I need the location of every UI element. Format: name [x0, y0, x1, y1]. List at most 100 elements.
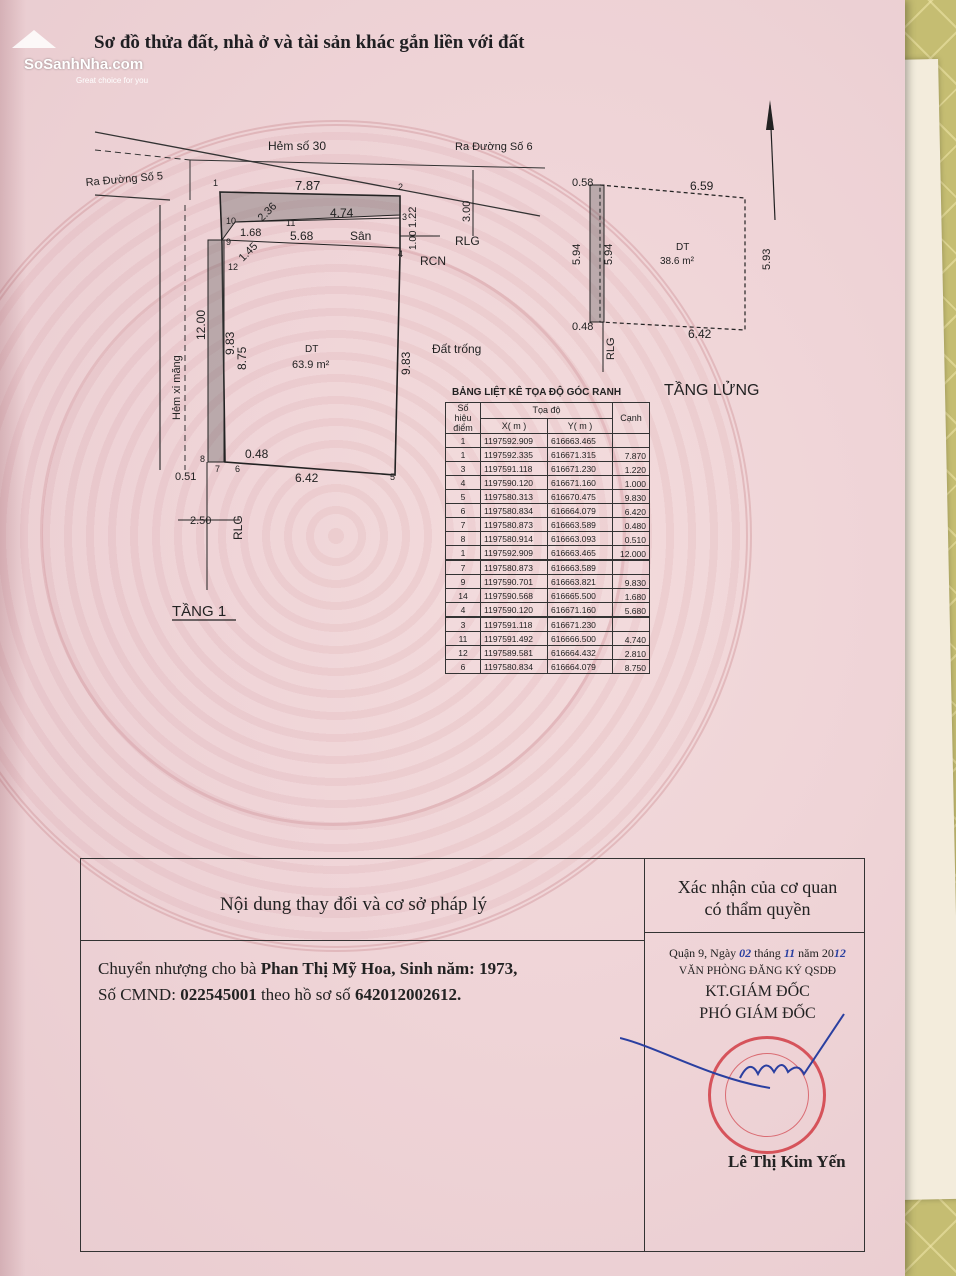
cell-x-coord: 1197589.581 [480, 645, 548, 660]
coordinate-table: Số hiệu điểm Tọa độ Cạnh X( m ) Y( m ) 1… [445, 402, 650, 674]
mezzanine-area-label: DT [676, 242, 689, 253]
signer-name: Lê Thị Kim Yến [728, 1152, 846, 1171]
point-6: 6 [235, 464, 240, 474]
point-10: 10 [226, 216, 236, 226]
cell-point: 7 [445, 517, 481, 532]
cell-y-coord: 616670.475 [547, 489, 613, 504]
cell-edge: 8.750 [612, 659, 650, 674]
cell-edge: 12.000 [612, 545, 650, 561]
header-y: Y( m ) [547, 417, 613, 434]
cell-edge: 2.810 [612, 645, 650, 660]
position-2: PHÓ GIÁM ĐỐC [699, 1005, 816, 1022]
dim-12-00: 12.00 [194, 310, 208, 340]
cell-x-coord: 1197580.914 [480, 531, 548, 546]
cell-y-coord: 616663.821 [547, 574, 613, 589]
authority-header: Xác nhận của cơ quan có thẩm quyền [650, 876, 865, 920]
mz-dim-6-42: 6.42 [688, 327, 712, 341]
table-subheader-row: X( m ) Y( m ) [446, 417, 650, 434]
cell-y-coord: 616671.230 [547, 616, 613, 632]
dim-9-83-right: 9.83 [399, 351, 413, 375]
cell-edge: 0.480 [612, 517, 650, 532]
cell-y-coord: 616664.079 [547, 659, 613, 674]
mz-dim-5-94-a: 5.94 [571, 244, 583, 265]
legal-header-divider-right [644, 932, 865, 933]
cell-x-coord: 1197580.834 [480, 503, 548, 518]
point-7: 7 [215, 464, 220, 474]
cell-edge [612, 616, 650, 632]
header-point: Số hiệu điểm [445, 402, 481, 434]
date-prefix: Quận 9, Ngày [669, 946, 737, 960]
cell-x-coord: 1197580.313 [480, 489, 548, 504]
rcn-label: RCN [420, 254, 446, 268]
cell-point: 5 [445, 489, 481, 504]
cell-x-coord: 1197590.120 [480, 475, 548, 490]
cell-point: 4 [445, 475, 481, 490]
cell-edge: 6.420 [612, 503, 650, 518]
cell-point: 3 [445, 461, 481, 476]
cell-point: 12 [445, 645, 481, 660]
entry-file-no: 642012002612. [354, 985, 462, 1004]
cell-x-coord: 1197591.118 [480, 461, 548, 476]
cell-y-coord: 616671.160 [547, 602, 613, 618]
cell-point: 6 [445, 503, 481, 518]
cell-point: 4 [445, 602, 481, 618]
cell-point: 1 [445, 545, 481, 561]
cell-point: 11 [445, 631, 481, 646]
floor1-area-value: 63.9 m² [292, 359, 330, 371]
street-line-top [94, 131, 541, 217]
cell-x-coord: 1197590.120 [480, 602, 548, 618]
point-8: 8 [200, 454, 205, 464]
street-right-label: Ra Đường Số 6 [455, 141, 533, 153]
site-logo: SoSanhNha.com Great choice for you [6, 26, 156, 90]
date-line: Quận 9, Ngày 02 tháng 11 năm 2012 [650, 946, 865, 961]
transfer-entry: Chuyển nhượng cho bà Phan Thị Mỹ Hoa, Si… [98, 956, 517, 1008]
cell-y-coord: 616663.589 [547, 559, 613, 575]
dim-1-68: 1.68 [240, 227, 261, 239]
street-line-left [94, 149, 191, 161]
dim-top-7-87: 7.87 [295, 178, 320, 193]
cell-edge [612, 559, 650, 575]
street-left-label: Ra Đường Số 5 [85, 170, 163, 189]
rcn-line [223, 239, 401, 249]
house-icon [12, 30, 56, 48]
courtyard-label: Sân [350, 229, 371, 243]
header-edge: Cạnh [612, 402, 650, 434]
mz-dim-6-59: 6.59 [690, 179, 714, 193]
cell-edge: 1.220 [612, 461, 650, 476]
logo-tagline: Great choice for you [76, 76, 149, 85]
cell-x-coord: 1197591.492 [480, 631, 548, 646]
dim-2-50: 2.50 [190, 515, 211, 527]
dim-9-83-left: 9.83 [223, 331, 237, 355]
point-1: 1 [213, 178, 218, 188]
cell-edge: 1.680 [612, 588, 650, 603]
mezzanine-label: TẦNG LỬNG [664, 380, 759, 399]
dim-1-45: 1.45 [237, 240, 261, 264]
red-seal-stamp [708, 1036, 826, 1154]
dim-1-22: 1.22 [407, 207, 419, 228]
dim-0-48: 0.48 [245, 447, 269, 461]
cell-edge [612, 433, 650, 448]
cell-point: 9 [445, 574, 481, 589]
dim-6-42: 6.42 [295, 471, 319, 485]
cell-point: 1 [445, 447, 481, 462]
entry-id-prefix: Số CMND: [98, 985, 181, 1004]
cell-edge: 1.000 [612, 475, 650, 490]
cell-x-coord: 1197592.909 [480, 545, 548, 561]
mz-dim-5-93: 5.93 [761, 249, 773, 270]
dim-8-75: 8.75 [235, 346, 249, 370]
cell-x-coord: 1197580.873 [480, 559, 548, 575]
floor1-hatched-side [207, 239, 225, 463]
dim-0-51: 0.51 [175, 471, 196, 483]
dim-3-00: 3.00 [461, 201, 473, 222]
date-day: 02 [739, 946, 752, 960]
point-9: 9 [226, 237, 231, 247]
